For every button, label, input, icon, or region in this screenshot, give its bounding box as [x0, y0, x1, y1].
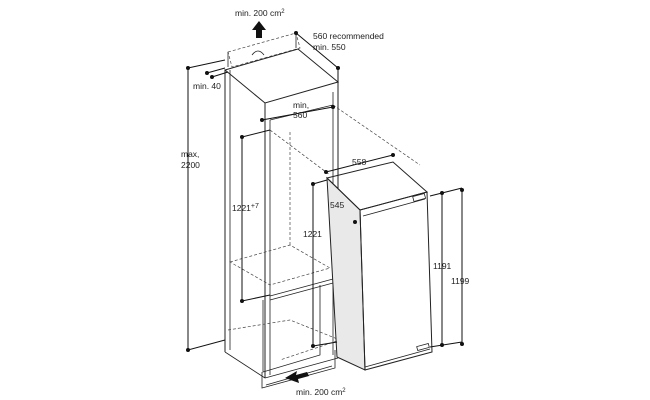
dimension-lines — [186, 31, 464, 352]
label-gap-top: min. 40 — [193, 81, 221, 91]
vent-arrow-up-icon — [252, 21, 266, 38]
label-depth-min: min. 550 — [313, 42, 346, 52]
appliance — [326, 161, 433, 371]
label-appliance-height-front: 1191 — [433, 261, 452, 271]
top-vent-grille — [227, 32, 301, 68]
label-appliance-height-total: 1199 — [451, 276, 470, 286]
label-appliance-depth: 545 — [330, 200, 344, 210]
label-depth-recommended: 560 recommended — [313, 31, 384, 41]
vent-arrow-in-icon — [285, 371, 309, 383]
hinge-bottom — [416, 343, 430, 351]
label-niche-width-1: min, — [293, 100, 309, 110]
label-niche-width-2: 560 — [293, 110, 307, 120]
label-vent-top: min. 200 cm2 — [235, 8, 285, 18]
label-vent-bottom: min. 200 cm2 — [296, 387, 346, 397]
appliance-door — [359, 191, 433, 371]
label-max-height-2: 2200 — [181, 160, 200, 170]
label-max-height-1: max, — [181, 149, 199, 159]
cabinet — [223, 48, 421, 389]
label-niche-height: 1221+7 — [232, 203, 259, 213]
label-appliance-width: 558 — [352, 157, 366, 167]
label-appliance-height-side: 1221 — [303, 229, 322, 239]
hinge-top — [412, 193, 427, 202]
